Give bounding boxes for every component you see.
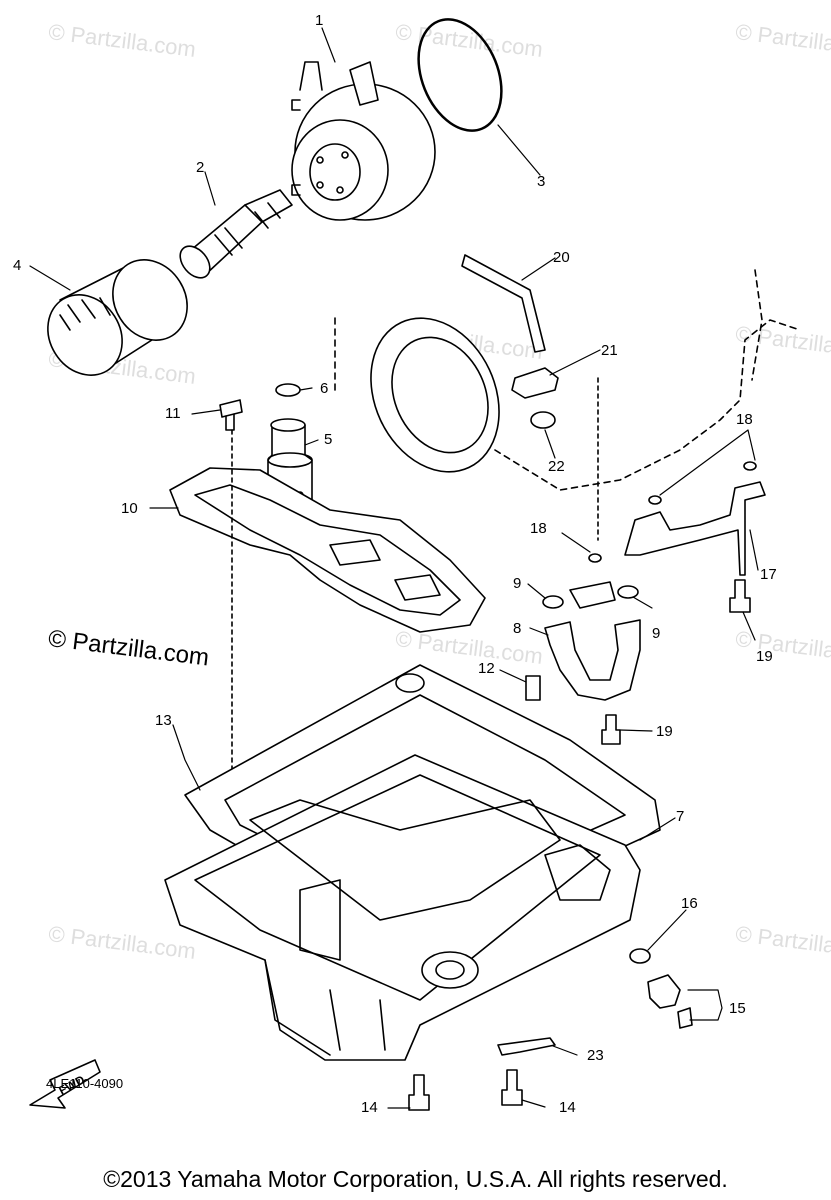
oil-pipe-8[interactable] xyxy=(544,619,641,701)
dowel-12[interactable] xyxy=(525,675,541,701)
bolt-14b[interactable] xyxy=(501,1069,523,1106)
callout-14b: 14 xyxy=(559,1099,576,1116)
callout-2: 2 xyxy=(196,159,205,176)
bolt-14a[interactable] xyxy=(408,1074,430,1111)
drain-bolt-15[interactable] xyxy=(647,974,681,1009)
oil-pan[interactable] xyxy=(164,754,641,1061)
damper-21[interactable] xyxy=(511,367,559,399)
fwd-arrow-icon xyxy=(29,1059,101,1109)
callout-19a: 19 xyxy=(756,648,773,665)
oil-filter[interactable] xyxy=(33,246,202,389)
callout-9a: 9 xyxy=(513,575,522,592)
callout-20: 20 xyxy=(553,249,570,266)
callout-9b: 9 xyxy=(652,625,661,642)
callout-22: 22 xyxy=(548,458,565,475)
o-ring-9b[interactable] xyxy=(617,585,639,599)
clip-22[interactable] xyxy=(530,411,556,429)
oil-pipe-17[interactable] xyxy=(624,481,766,576)
bolt-19a[interactable] xyxy=(729,579,751,613)
callout-7: 7 xyxy=(676,808,685,825)
callout-23: 23 xyxy=(587,1047,604,1064)
callout-11: 11 xyxy=(165,405,181,422)
callout-21: 21 xyxy=(601,342,618,359)
oil-cooler[interactable] xyxy=(291,61,436,221)
callout-19b: 19 xyxy=(656,723,673,740)
callout-16: 16 xyxy=(681,895,698,912)
callout-4: 4 xyxy=(13,257,22,274)
callout-18b: 18 xyxy=(530,520,547,537)
callout-13: 13 xyxy=(155,712,172,729)
o-ring-9a[interactable] xyxy=(542,595,564,609)
callout-5: 5 xyxy=(324,431,333,448)
bolt-19b[interactable] xyxy=(601,714,621,745)
callout-14a: 14 xyxy=(361,1099,378,1116)
breather-hose[interactable] xyxy=(461,254,546,353)
callout-10: 10 xyxy=(121,500,138,517)
union-bolt[interactable] xyxy=(174,189,293,284)
diagram-code: 4LE110-4090 xyxy=(46,1076,124,1091)
callout-6: 6 xyxy=(320,380,329,397)
bolt-11[interactable] xyxy=(219,399,243,431)
copyright-notice: ©2013 Yamaha Motor Corporation, U.S.A. A… xyxy=(103,1166,728,1192)
callout-17: 17 xyxy=(760,566,777,583)
washer-16[interactable] xyxy=(629,948,651,964)
o-ring-18a[interactable] xyxy=(743,461,757,471)
bracket-23[interactable] xyxy=(497,1037,556,1056)
strainer-plate[interactable] xyxy=(169,467,486,633)
o-ring-18b[interactable] xyxy=(648,495,662,505)
o-ring-large[interactable] xyxy=(403,7,517,143)
callout-15: 15 xyxy=(729,1000,746,1017)
callout-18a: 18 xyxy=(736,411,753,428)
callout-3: 3 xyxy=(537,173,546,190)
o-ring-small[interactable] xyxy=(275,383,301,397)
callout-1: 1 xyxy=(315,12,324,29)
o-ring-18c[interactable] xyxy=(588,553,602,563)
callout-12: 12 xyxy=(478,660,495,677)
callout-8: 8 xyxy=(513,620,522,637)
